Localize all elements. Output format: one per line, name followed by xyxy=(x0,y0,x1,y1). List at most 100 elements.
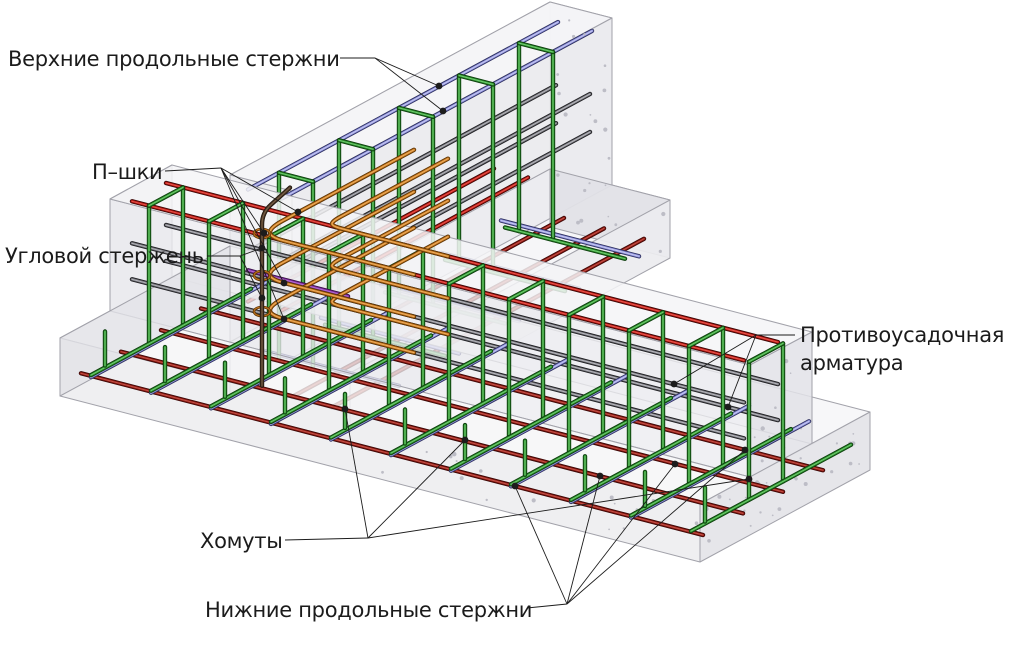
speckle-dot xyxy=(455,460,458,462)
speckle-dot xyxy=(607,156,611,160)
leader-line xyxy=(239,255,263,299)
speckle-dot xyxy=(608,528,610,531)
rebar-stirrup xyxy=(518,42,554,53)
speckle-dot xyxy=(658,249,662,253)
leader-line xyxy=(220,167,265,234)
leader-line xyxy=(374,57,440,87)
speckle-dot xyxy=(760,426,765,431)
speckle-dot xyxy=(789,372,792,375)
speckle-dot xyxy=(589,114,592,116)
leader-dot xyxy=(435,82,443,90)
leader-dot xyxy=(341,405,349,413)
leader-dot xyxy=(671,460,679,468)
rebar-stirrup xyxy=(688,327,724,347)
leader-line xyxy=(514,485,568,605)
leader-dot xyxy=(745,475,753,483)
speckle-dot xyxy=(835,442,839,445)
speckle-dot xyxy=(603,127,608,132)
leader-dot xyxy=(596,472,604,480)
speckle-dot xyxy=(743,509,746,512)
speckle-dot xyxy=(556,73,560,76)
rebar-stirrup xyxy=(748,342,784,363)
rebar-stirrup xyxy=(510,397,672,485)
speckle-dot xyxy=(563,112,568,117)
rebar-stirrup xyxy=(448,264,484,285)
leader-line xyxy=(727,334,757,408)
leader-dot xyxy=(741,446,749,454)
rebar-stirrup xyxy=(630,428,792,516)
speckle-dot xyxy=(809,364,813,368)
speckle-dot xyxy=(603,64,607,67)
label-u-bars: П–шки xyxy=(92,160,162,184)
leader-lines xyxy=(164,57,795,609)
leader-dot xyxy=(724,403,732,411)
rebar-u-bar xyxy=(331,158,449,257)
speckle-dot xyxy=(568,19,571,22)
speckle-dot xyxy=(799,457,802,460)
rebar-stirrup xyxy=(398,107,434,118)
speckle-dot xyxy=(768,435,771,438)
speckle-dot xyxy=(830,470,834,474)
leader-dot xyxy=(670,380,678,388)
speckle-dot xyxy=(583,33,586,36)
speckle-dot xyxy=(593,119,598,124)
labels: Верхние продольные стержни П–шки Угловой… xyxy=(5,47,1004,622)
speckle-dot xyxy=(728,498,731,501)
rebar-corner-bar xyxy=(261,187,291,387)
rebar-front-strip xyxy=(78,147,854,538)
speckle-dot xyxy=(602,88,607,93)
leader-line xyxy=(239,247,263,257)
leader-dot xyxy=(439,107,447,115)
rebar-stirrup xyxy=(508,280,544,300)
leader-dot xyxy=(294,208,302,216)
rebar-stirrup xyxy=(690,444,852,532)
speckle-dot xyxy=(425,450,428,454)
speckle-dot xyxy=(803,482,808,486)
rebar-stirrup xyxy=(148,186,184,207)
leader-dot xyxy=(260,229,268,237)
speckle-dot xyxy=(588,182,591,185)
speckle-dot xyxy=(557,91,561,96)
label-anti-shrinkage-line1: Противоусадочная xyxy=(800,323,1004,347)
leader-line xyxy=(526,603,568,609)
speckle-dot xyxy=(479,469,483,473)
rebar-red-bar xyxy=(131,200,745,361)
speckle-dot xyxy=(613,502,616,505)
speckle-dot xyxy=(572,34,576,39)
rebar-mesh-transverse xyxy=(500,220,640,257)
rebar-stirrup xyxy=(568,296,604,316)
leader-line xyxy=(566,475,601,605)
speckle-dot xyxy=(583,188,587,193)
speckle-dot xyxy=(459,476,464,481)
rebar-shrinkage-bar xyxy=(131,242,745,403)
leader-line xyxy=(220,167,299,213)
leader-line xyxy=(220,167,285,284)
rebar-stirrup xyxy=(628,311,664,331)
label-upper-longitudinal-bars: Верхние продольные стержни xyxy=(8,47,340,71)
speckle-dot xyxy=(531,498,536,503)
speckle-dot xyxy=(661,211,666,217)
leader-dot xyxy=(258,294,266,302)
speckle-dot xyxy=(707,539,711,543)
leader-line xyxy=(367,439,466,539)
leader-dot xyxy=(280,279,288,287)
leader-line xyxy=(367,478,750,539)
speckle-dot xyxy=(485,498,488,502)
speckle-dot xyxy=(381,470,384,474)
rebar-upper-bar xyxy=(281,30,593,199)
label-corner-bar: Угловой стержень xyxy=(5,244,204,268)
rebar-u-bar xyxy=(331,200,449,299)
leader-line xyxy=(673,334,757,385)
speckle-dot xyxy=(744,496,747,499)
label-stirrups: Хомуты xyxy=(200,529,283,553)
speckle-dot xyxy=(794,477,796,480)
leader-dot xyxy=(511,482,519,490)
speckle-dot xyxy=(848,461,853,466)
leader-line xyxy=(566,463,676,605)
rebar-stirrup xyxy=(458,75,494,85)
leader-dot xyxy=(258,244,266,252)
rebar-purple-tie xyxy=(247,269,349,297)
leader-dot xyxy=(461,436,469,444)
rebar-stirrup xyxy=(90,288,252,376)
